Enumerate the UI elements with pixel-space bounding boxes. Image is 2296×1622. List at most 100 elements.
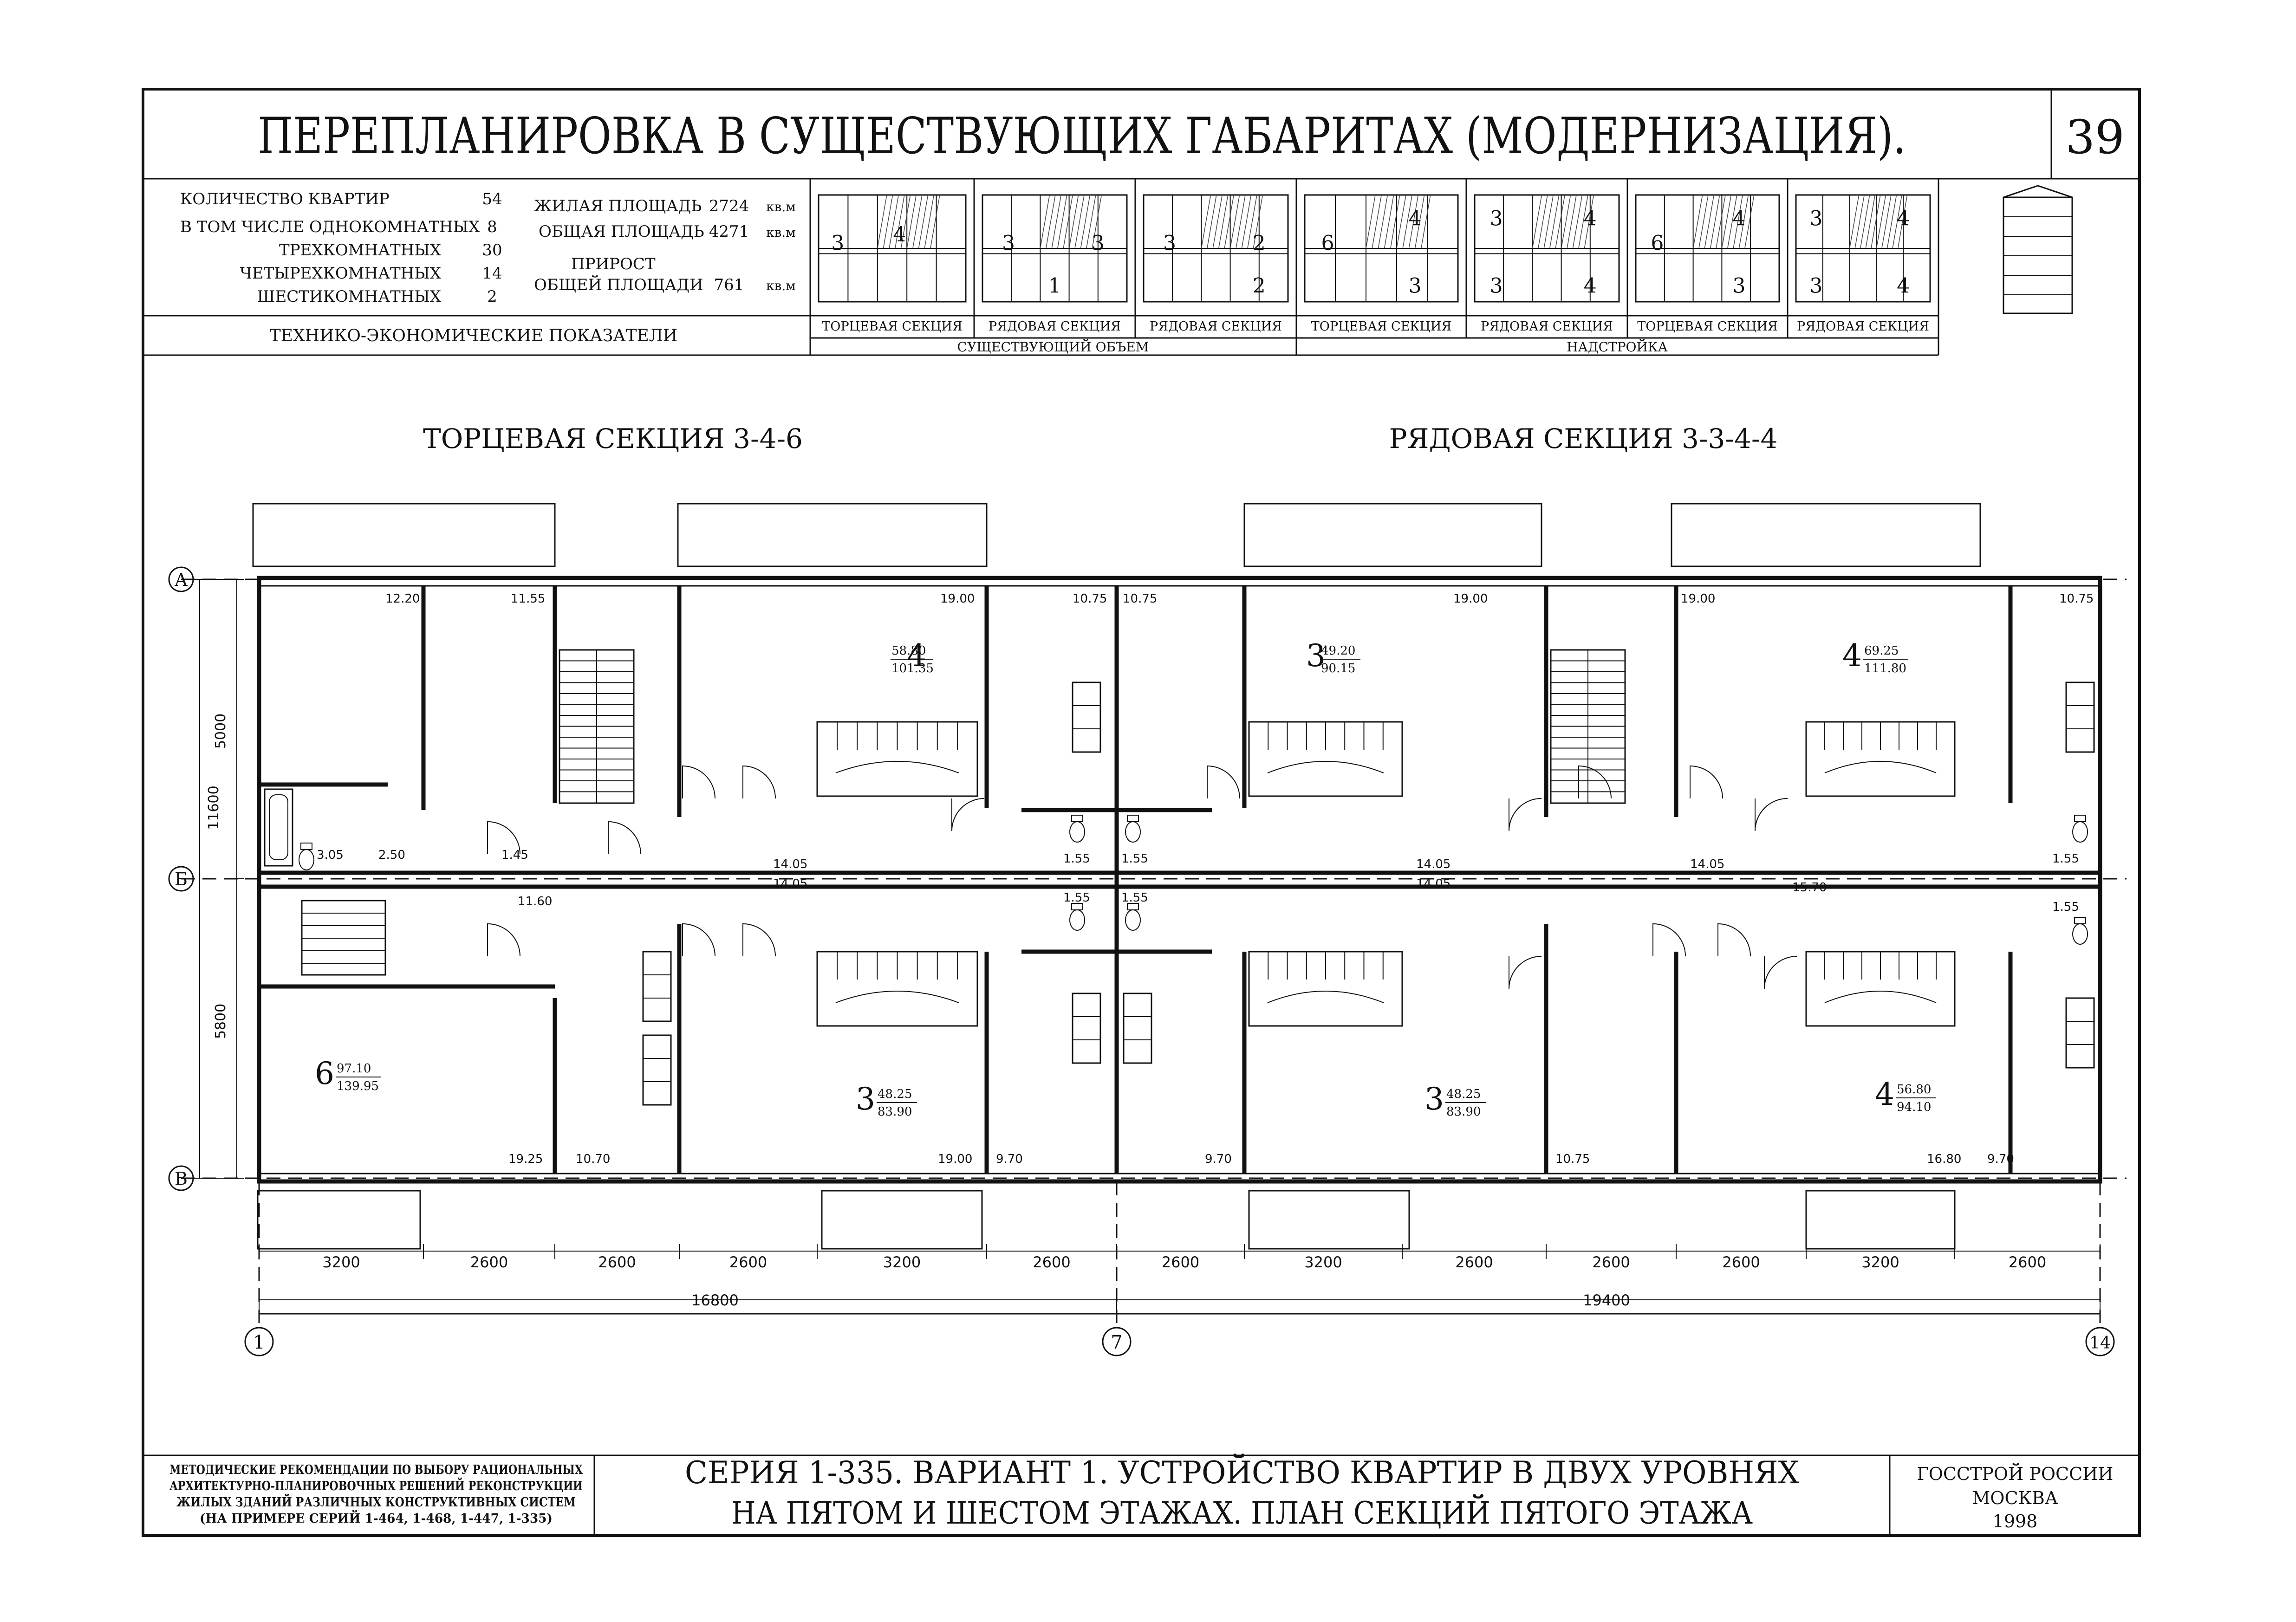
scheme-room-count: 3	[1809, 207, 1822, 231]
sheet-number: 39	[2065, 110, 2124, 164]
apartment-label: 4 58.80 101.35	[891, 638, 934, 675]
axis-marker-col: 14	[2085, 1327, 2115, 1356]
axis-label: В	[175, 1168, 188, 1189]
room-area: 14.05	[1690, 857, 1724, 871]
area-label: ОБЩЕЙ ПЛОЩАДИ	[534, 275, 703, 294]
room-area: 1.55	[1063, 891, 1090, 905]
area-unit: кв.м	[766, 278, 796, 293]
indicator-value: 14	[482, 264, 502, 283]
dimension-total: 16800	[691, 1291, 739, 1309]
balcony	[677, 503, 988, 567]
apartment-total-area: 90.15	[1321, 662, 1355, 675]
area-unit: кв.м	[766, 199, 796, 214]
bay-dimension: 3200	[1861, 1253, 1899, 1271]
scheme-caption: ТОРЦЕВАЯ СЕКЦИЯ	[1637, 319, 1777, 334]
methodology-line: ЖИЛЫХ ЗДАНИЙ РАЗЛИЧНЫХ КОНСТРУКТИВНЫХ СИ…	[176, 1493, 576, 1510]
bay-dimension: 2600	[1455, 1253, 1493, 1271]
axis-label: Б	[175, 869, 188, 889]
room-area: 19.00	[938, 1152, 972, 1166]
scheme-room-count: 1	[1048, 274, 1061, 298]
apartment-living-area: 97.10	[337, 1062, 371, 1076]
apartment-living-area: 58.80	[891, 644, 926, 658]
area-label: ЖИЛАЯ ПЛОЩАДЬ	[534, 197, 702, 215]
room-area: 14.05	[773, 877, 807, 891]
balcony	[252, 503, 556, 567]
scheme-room-count: 3	[1490, 274, 1503, 298]
indicator-value: 2	[487, 287, 497, 306]
room-area: 19.00	[1681, 592, 1715, 606]
partition-walls	[259, 586, 2013, 1174]
apartment-label: 6 97.10 139.95	[315, 1056, 381, 1093]
scheme-room-count: 3	[831, 232, 844, 255]
apartment-rooms: 6	[315, 1056, 334, 1091]
scheme-room-count: 3	[1732, 274, 1745, 298]
bay-dimension: 3200	[1304, 1253, 1342, 1271]
balcony	[1671, 503, 1981, 567]
area-label: ПРИРОСТ	[571, 255, 656, 273]
indicator-value: 8	[487, 218, 497, 236]
room-area: 15.70	[1792, 881, 1827, 895]
scheme-caption: РЯДОВАЯ СЕКЦИЯ	[1481, 319, 1613, 334]
bay-dimension: 2600	[2009, 1253, 2046, 1271]
apartment-total-area: 101.35	[891, 662, 934, 675]
apartment-label: 3 48.25 83.90	[1424, 1081, 1486, 1119]
room-area: 11.60	[518, 895, 552, 908]
room-area: 19.00	[940, 592, 975, 606]
indicators-table: КОЛИЧЕСТВО КВАРТИР 54 В ТОМ ЧИСЛЕ ОДНОКО…	[143, 179, 1938, 356]
room-area: 11.55	[511, 592, 545, 606]
scheme-room-count: 6	[1321, 232, 1334, 255]
year: 1998	[1993, 1511, 2038, 1531]
room-area: 10.75	[1555, 1152, 1590, 1166]
indicator-label: ТРЕХКОМНАТНЫХ	[279, 241, 442, 260]
dimension-total: 11600	[206, 785, 222, 830]
apartment-rooms: 3	[1424, 1081, 1444, 1117]
organization: ГОССТРОЙ РОССИИ	[1917, 1463, 2114, 1484]
apartment-total-area: 83.90	[878, 1105, 912, 1119]
scheme-room-count: 4	[893, 223, 906, 247]
section-title-right: РЯДОВАЯ СЕКЦИЯ 3-3-4-4	[1389, 423, 1778, 454]
group-caption: НАДСТРОЙКА	[1567, 339, 1668, 355]
dimension-total: 19400	[1583, 1291, 1630, 1309]
apartment-rooms: 4	[1842, 638, 1862, 674]
room-area: 9.70	[996, 1152, 1023, 1166]
room-area: 3.05	[317, 848, 344, 862]
axis-label: 7	[1111, 1332, 1122, 1353]
dimension-lower: 5800	[213, 1004, 229, 1039]
scheme-room-count: 3	[1163, 232, 1176, 255]
scheme-caption: ТОРЦЕВАЯ СЕКЦИЯ	[1311, 319, 1451, 334]
methodology-line: МЕТОДИЧЕСКИЕ РЕКОМЕНДАЦИИ ПО ВЫБОРУ РАЦИ…	[169, 1463, 583, 1477]
balcony	[1805, 1190, 1956, 1250]
drawing-title-line: СЕРИЯ 1-335. ВАРИАНТ 1. УСТРОЙСТВО КВАРТ…	[685, 1454, 1799, 1491]
indicator-label: В ТОМ ЧИСЛЕ ОДНОКОМНАТНЫХ	[180, 218, 480, 236]
indicator-label: ШЕСТИКОМНАТНЫХ	[257, 287, 442, 306]
room-area: 1.45	[501, 848, 528, 862]
area-value: 2724	[709, 197, 749, 215]
scheme-caption: РЯДОВАЯ СЕКЦИЯ	[989, 319, 1121, 334]
area-unit: кв.м	[766, 225, 796, 240]
apartment-living-area: 48.25	[878, 1087, 912, 1101]
room-area: 1.55	[1063, 852, 1090, 866]
scheme-room-count: 4	[1409, 207, 1422, 231]
bay-dimension: 2600	[1722, 1253, 1760, 1271]
apartment-label: 3 48.25 83.90	[856, 1081, 917, 1119]
sheet-frame	[142, 88, 2141, 1537]
apartment-total-area: 83.90	[1446, 1105, 1481, 1119]
apartment-living-area: 56.80	[1897, 1083, 1931, 1096]
methodology-line: АРХИТЕКТУРНО-ПЛАНИРОВОЧНЫХ РЕШЕНИЙ РЕКОН…	[169, 1477, 583, 1493]
scheme-caption: РЯДОВАЯ СЕКЦИЯ	[1150, 319, 1282, 334]
apartment-label: 4 69.25 111.80	[1842, 638, 1908, 675]
axis-marker-col: 7	[1102, 1327, 1132, 1356]
axis-label: 14	[2089, 1334, 2111, 1353]
indicator-label: КОЛИЧЕСТВО КВАРТИР	[180, 190, 390, 208]
bay-dimension: 2600	[598, 1253, 636, 1271]
building-outline	[257, 576, 2102, 1184]
apartment-rooms: 4	[907, 638, 926, 674]
header: ПЕРЕПЛАНИРОВКА В СУЩЕСТВУЮЩИХ ГАБАРИТАХ …	[143, 89, 2140, 180]
bay-dimension: 2600	[729, 1253, 767, 1271]
axis-marker-row: А	[168, 566, 194, 592]
